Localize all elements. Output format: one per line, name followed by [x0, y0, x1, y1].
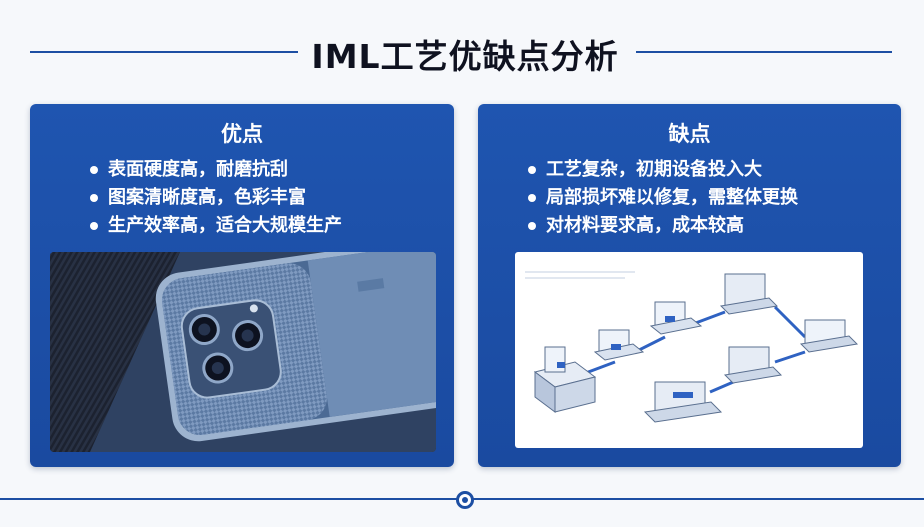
disadvantage-text: 局部损坏难以修复，需整体更换: [546, 187, 798, 208]
bullet-dot-icon: [528, 194, 536, 202]
list-item: 工艺复杂，初期设备投入大: [528, 156, 798, 184]
phone-photo: [50, 252, 436, 452]
advantage-text: 生产效率高，适合大规模生产: [108, 215, 342, 236]
process-flow-illustration: [525, 271, 859, 423]
advantage-text: 图案清晰度高，色彩丰富: [108, 187, 306, 208]
bullet-dot-icon: [528, 166, 536, 174]
title-divider-left: [30, 51, 298, 53]
title-divider-right: [636, 51, 892, 53]
bullet-dot-icon: [90, 222, 98, 230]
list-item: 对材料要求高，成本较高: [528, 212, 798, 240]
bullet-dot-icon: [528, 222, 536, 230]
timeline-node-icon: [456, 491, 474, 509]
list-item: 图案清晰度高，色彩丰富: [90, 184, 342, 212]
disadvantages-heading: 缺点: [668, 122, 711, 146]
disadvantage-text: 对材料要求高，成本较高: [546, 215, 744, 236]
header: IML工艺优缺点分析: [0, 0, 924, 100]
advantages-heading: 优点: [221, 122, 263, 146]
list-item: 生产效率高，适合大规模生产: [90, 212, 342, 240]
process-diagram: [515, 252, 863, 448]
disadvantages-list: 工艺复杂，初期设备投入大 局部损坏难以修复，需整体更换 对材料要求高，成本较高: [528, 156, 798, 240]
bullet-dot-icon: [90, 166, 98, 174]
timeline-node-center: [462, 497, 468, 503]
advantages-list: 表面硬度高，耐磨抗刮 图案清晰度高，色彩丰富 生产效率高，适合大规模生产: [90, 156, 342, 240]
page-title: IML工艺优缺点分析: [311, 37, 619, 76]
advantage-text: 表面硬度高，耐磨抗刮: [108, 159, 288, 180]
bullet-dot-icon: [90, 194, 98, 202]
disadvantage-text: 工艺复杂，初期设备投入大: [546, 159, 762, 180]
list-item: 表面硬度高，耐磨抗刮: [90, 156, 342, 184]
advantages-panel: 优点 表面硬度高，耐磨抗刮 图案清晰度高，色彩丰富 生产效率高，适合大规模生产: [30, 104, 454, 467]
phone-illustration: [50, 252, 436, 452]
disadvantages-panel: 缺点 工艺复杂，初期设备投入大 局部损坏难以修复，需整体更换 对材料要求高，成本…: [478, 104, 901, 467]
list-item: 局部损坏难以修复，需整体更换: [528, 184, 798, 212]
